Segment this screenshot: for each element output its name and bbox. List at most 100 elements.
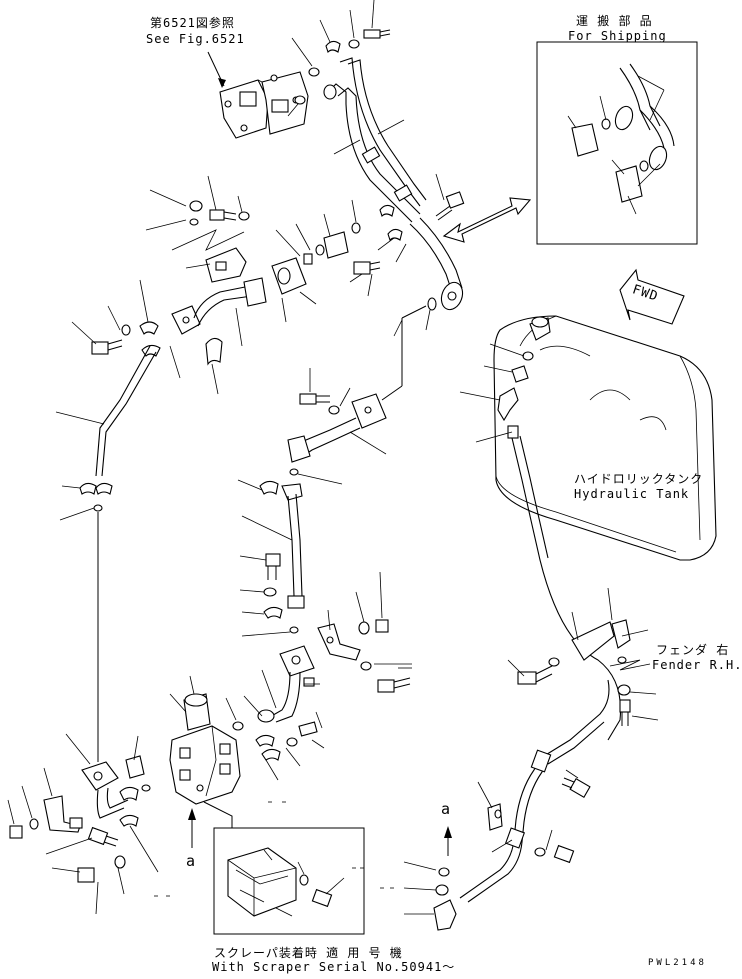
bolt-head: [265, 553, 281, 567]
clamp: [611, 619, 631, 649]
washer: [29, 818, 39, 830]
bracket: [571, 621, 615, 661]
up-arrow-icon: [188, 808, 196, 848]
bolt-head: [517, 671, 537, 685]
scraper-bracket: [227, 847, 297, 917]
hose: [419, 217, 463, 289]
center-flange-pipe: [287, 393, 387, 463]
elbow: [497, 387, 519, 422]
bolt-head: [311, 888, 333, 908]
tube: [543, 679, 610, 757]
shipping-label-en: For Shipping: [568, 29, 667, 43]
clamp: [259, 480, 279, 495]
double-arrow-icon: [442, 197, 532, 243]
bolt-head: [619, 699, 631, 713]
fender-label-en: Fender R.H.: [652, 658, 742, 672]
washer: [617, 684, 631, 696]
bolt-head: [377, 679, 395, 693]
hose: [409, 223, 453, 293]
spacer-block: [323, 231, 349, 259]
hose: [295, 493, 303, 597]
clamp: [387, 228, 403, 242]
bolt-head: [298, 721, 318, 737]
tube: [467, 761, 549, 903]
clamp: [139, 321, 159, 335]
o-ring: [315, 244, 325, 256]
for-shipping-box: [536, 41, 698, 245]
hose-fitting: [281, 483, 303, 501]
tube: [459, 759, 541, 899]
o-ring: [232, 721, 244, 731]
pipe-flange: [171, 277, 267, 335]
clamp: [119, 814, 139, 827]
o-ring: [289, 626, 299, 634]
fwd-arrow-icon: [619, 268, 685, 325]
scraper-label-jp: スクレーパ装着時 適 用 号 機: [214, 946, 403, 960]
adapter: [303, 253, 313, 265]
lower-flange-pipe: [257, 645, 315, 723]
bolt-head: [209, 209, 225, 221]
elbow-fitting: [433, 899, 457, 931]
scraper-leader: [203, 801, 233, 828]
long-pipe: [101, 351, 157, 477]
flange-assembly-left: [171, 200, 250, 283]
tube: [547, 721, 605, 765]
bolt-head: [87, 826, 109, 846]
washer: [548, 657, 560, 667]
clamp: [263, 606, 283, 619]
washer: [263, 587, 277, 597]
tank-label-jp: ハイドロリックタンク: [574, 472, 704, 486]
o-ring: [522, 351, 534, 361]
elbow: [205, 337, 223, 366]
bolt-head: [353, 261, 371, 275]
up-arrow-icon: [444, 826, 452, 856]
return-hose: [519, 435, 549, 559]
hydraulic-tank: [493, 315, 717, 561]
adapter: [511, 365, 529, 383]
bolt-head: [445, 191, 465, 209]
nut: [375, 619, 389, 633]
washer: [358, 621, 370, 635]
scraper-box: [213, 827, 365, 935]
washer: [114, 855, 126, 869]
shipping-label-jp: 運 搬 部 品: [576, 14, 653, 28]
o-ring: [351, 222, 361, 234]
o-ring: [289, 468, 299, 476]
washer: [121, 324, 131, 336]
bolt-head: [299, 393, 317, 405]
clamp: [530, 749, 552, 773]
o-ring: [308, 67, 320, 77]
see-fig-label-en: See Fig.6521: [146, 32, 245, 46]
washer: [534, 847, 546, 857]
control-valve: [169, 693, 241, 805]
see-fig-label-jp: 第6521図参照: [150, 16, 235, 30]
view-a-label-right: a: [441, 800, 451, 818]
bolt-head: [569, 778, 591, 798]
washer: [360, 661, 372, 671]
hose-fitting: [287, 595, 305, 609]
bolt-head: [77, 867, 95, 883]
clamp: [255, 734, 275, 747]
bracket: [317, 623, 361, 661]
scraper-label-en: With Scraper Serial No.50941～: [212, 960, 456, 974]
hose: [287, 495, 295, 597]
bolt-head: [91, 341, 109, 355]
clamp: [95, 482, 113, 495]
washer: [435, 884, 449, 896]
o-ring: [294, 95, 306, 105]
washer: [299, 874, 309, 886]
clamp: [504, 827, 526, 849]
tank-label-en: Hydraulic Tank: [574, 487, 690, 501]
see-fig-arrow-icon: [218, 78, 226, 88]
washer: [348, 39, 360, 49]
clamp: [325, 40, 341, 54]
fender-label-jp: フェンダ 右: [656, 643, 730, 657]
left-lower-pipe: [81, 755, 151, 819]
clamp: [79, 482, 97, 495]
bolt-head: [553, 844, 575, 864]
hose-pair-top: [323, 57, 427, 223]
clamp: [379, 204, 395, 218]
view-a-label-bottom: a: [186, 852, 196, 870]
